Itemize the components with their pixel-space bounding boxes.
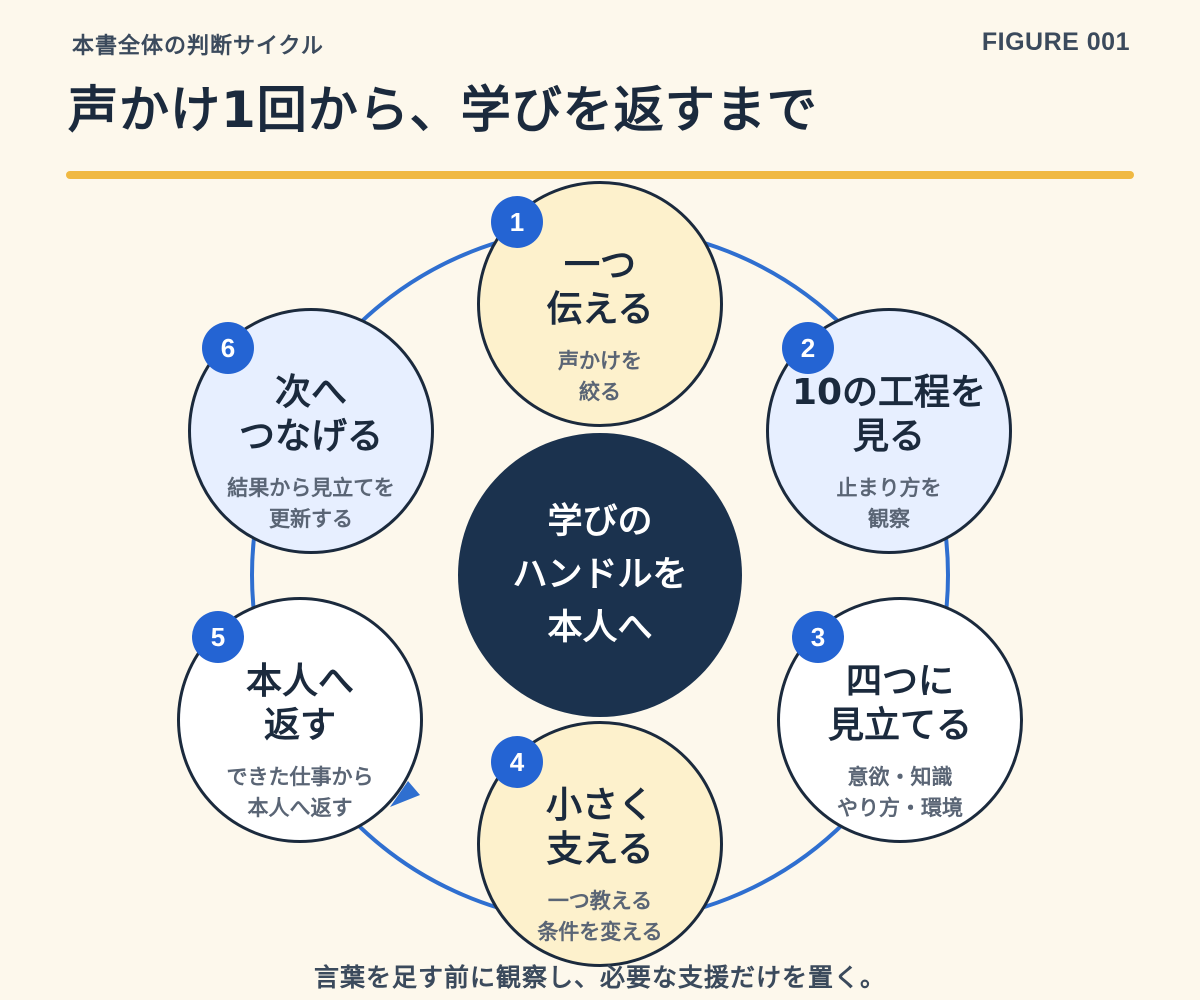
step-title: 一つ 伝える [546,245,654,330]
center-hub-text: 学びの ハンドルを 本人へ [512,501,688,648]
step-subtitle: できた仕事から 本人へ返す [226,765,374,820]
center-hub: 学びの ハンドルを 本人へ [458,433,742,717]
step-title: 四つに 見立てる [827,661,972,746]
step-subtitle: 一つ教える 条件を変える [537,889,663,944]
step-number-badge: 1 [491,196,543,248]
step-subtitle: 結果から見立てを 更新する [227,476,395,531]
step-number-badge: 5 [192,611,244,663]
accent-rule [66,171,1134,179]
figure-eyebrow: 本書全体の判断サイクル [72,34,324,59]
figure-label: FIGURE 001 [981,28,1130,56]
step-title: 本人へ 返す [245,661,354,746]
step-subtitle: 止まり方を 観察 [836,476,942,531]
step-number-badge: 4 [491,736,543,788]
cycle-arrowhead [390,781,420,807]
step-subtitle: 声かけを 絞る [558,349,642,404]
step-title: 次へ つなげる [238,372,383,457]
step-subtitle: 意欲・知識 やり方・環境 [837,765,963,820]
footer-note: 言葉を足す前に観察し、必要な支援だけを置く。 [313,963,886,992]
step-title: 10の工程を 見る [791,372,987,457]
step-number-badge: 2 [782,322,834,374]
step-number-badge: 3 [792,611,844,663]
figure-title: 声かけ1回から、学びを返すまで [68,81,818,139]
step-title: 小さく 支える [545,785,654,870]
step-number-badge: 6 [202,322,254,374]
